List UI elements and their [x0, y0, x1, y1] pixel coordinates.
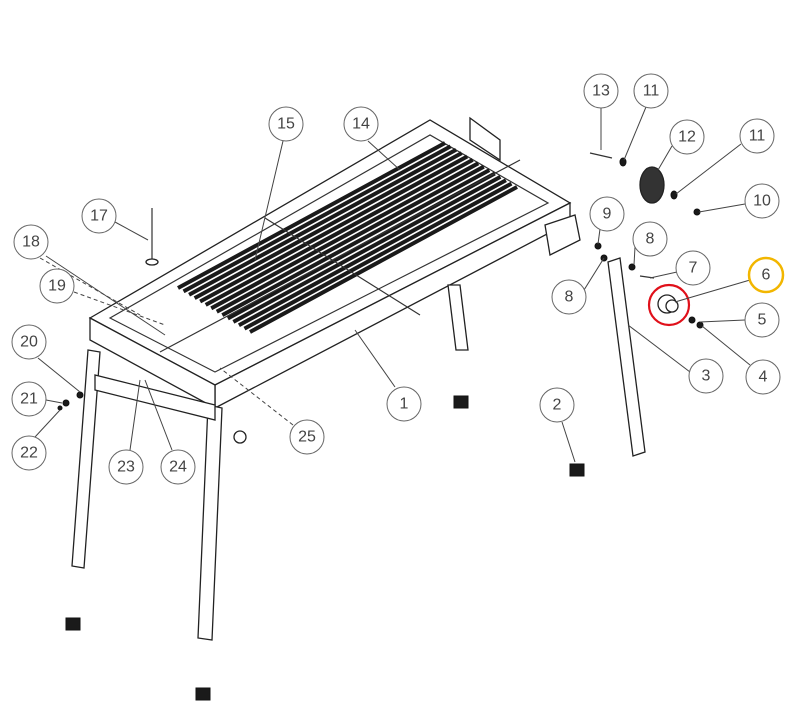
callout-14[interactable]: 14 [343, 106, 379, 142]
callout-circle [675, 250, 711, 286]
callout-25[interactable]: 25 [289, 419, 325, 455]
callout-24[interactable]: 24 [160, 449, 196, 485]
callout-circle [589, 196, 625, 232]
callout-8[interactable]: 8 [632, 221, 668, 257]
grate-slat [237, 178, 507, 327]
callout-circle [669, 119, 705, 155]
callout-number: 1 [400, 396, 409, 413]
callout-7[interactable]: 7 [675, 250, 711, 286]
callout-circle [688, 358, 724, 394]
grate-slat [232, 175, 502, 324]
callout-number: 3 [702, 368, 711, 385]
callout-circle [744, 302, 780, 338]
callout-number: 6 [762, 267, 771, 284]
callout-20[interactable]: 20 [11, 324, 47, 360]
callout-12[interactable]: 12 [669, 119, 705, 155]
grate-slat [188, 148, 458, 297]
callout-number: 18 [22, 234, 40, 251]
callout-circle [744, 183, 780, 219]
callout-number: 23 [117, 459, 135, 476]
grate-slat [193, 151, 463, 300]
grate-slat [177, 141, 446, 290]
callout-21[interactable]: 21 [11, 381, 47, 417]
callout-circle [632, 221, 668, 257]
callout-number: 11 [643, 83, 660, 100]
callout-circle [108, 449, 144, 485]
callout-10[interactable]: 10 [744, 183, 780, 219]
callout-18[interactable]: 18 [13, 224, 49, 260]
callout-number: 22 [20, 445, 38, 462]
callout-circle [11, 324, 47, 360]
legs [71, 257, 646, 641]
callout-circle [583, 73, 619, 109]
callout-number: 17 [90, 208, 108, 225]
callout-number: 15 [277, 116, 295, 133]
callout-13[interactable]: 13 [583, 73, 619, 109]
callout-number: 8 [565, 289, 574, 306]
callout-circle [11, 381, 47, 417]
callout-circle [747, 256, 785, 294]
callout-circle [268, 106, 304, 142]
grate-slat [210, 161, 480, 311]
callout-11[interactable]: 11 [739, 118, 775, 154]
callout-number: 11 [749, 128, 766, 145]
table-frame [88, 116, 581, 410]
callout-circle [386, 386, 422, 422]
callout-number: 5 [758, 312, 767, 329]
callout-8[interactable]: 8 [551, 279, 587, 315]
callout-circle [551, 279, 587, 315]
callout-number: 10 [753, 193, 771, 210]
callout-number: 7 [689, 260, 698, 277]
grate-slats [177, 141, 518, 334]
leader-lines [34, 106, 751, 463]
callout-number: 24 [169, 459, 187, 476]
callout-3[interactable]: 3 [688, 358, 724, 394]
grate-slat [182, 144, 452, 294]
callout-number: 21 [20, 391, 38, 408]
selected-part-highlight [647, 283, 691, 327]
callout-4[interactable]: 4 [745, 359, 781, 395]
grate-slat [243, 181, 513, 331]
callout-number: 12 [678, 129, 696, 146]
callout-circle [343, 106, 379, 142]
feet [65, 395, 585, 701]
callout-circle [745, 359, 781, 395]
callout-number: 9 [603, 206, 612, 223]
callout-17[interactable]: 17 [81, 198, 117, 234]
callout-23[interactable]: 23 [108, 449, 144, 485]
callout-15[interactable]: 15 [268, 106, 304, 142]
callout-number: 13 [592, 83, 610, 100]
callout-6[interactable]: 6 [747, 256, 785, 294]
callout-22[interactable]: 22 [11, 435, 47, 471]
callout-number: 25 [298, 429, 316, 446]
callout-circle [13, 224, 49, 260]
callout-number: 4 [759, 369, 768, 386]
grate-slat [215, 164, 485, 314]
callout-circle [539, 387, 575, 423]
callout-number: 20 [20, 334, 38, 351]
callout-circle [739, 118, 775, 154]
callout-19[interactable]: 19 [39, 268, 75, 304]
callout-5[interactable]: 5 [744, 302, 780, 338]
callout-number: 19 [48, 278, 66, 295]
callout-9[interactable]: 9 [589, 196, 625, 232]
callout-2[interactable]: 2 [539, 387, 575, 423]
callout-circle [633, 73, 669, 109]
callout-1[interactable]: 1 [386, 386, 422, 422]
callout-number: 8 [646, 231, 655, 248]
grate-slat [249, 185, 518, 334]
callout-circle [39, 268, 75, 304]
grate-slat [204, 158, 474, 307]
callout-number: 14 [352, 116, 370, 133]
callout-circle [11, 435, 47, 471]
callout-circle [160, 449, 196, 485]
grate-slat [199, 154, 469, 304]
callout-circle [81, 198, 117, 234]
callout-11[interactable]: 11 [633, 73, 669, 109]
callout-circle [289, 419, 325, 455]
grate-slat [221, 168, 491, 317]
callout-number: 2 [553, 397, 562, 414]
